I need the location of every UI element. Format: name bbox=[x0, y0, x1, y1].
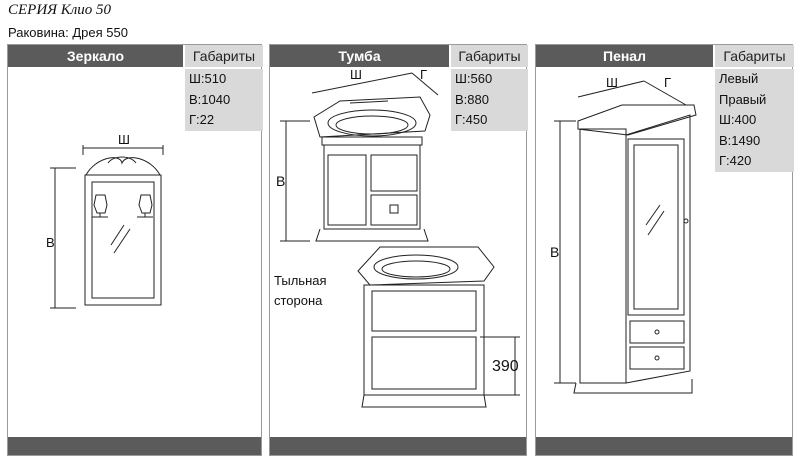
tall-cabinet-dims-list: Левый Правый Ш:400 В:1490 Г:420 bbox=[715, 69, 794, 172]
cabinet-panel-title: Тумба bbox=[270, 45, 449, 67]
tall-cabinet-drawing: Ш Г В bbox=[550, 75, 697, 394]
tall-cabinet-depth-label: Г bbox=[664, 75, 671, 90]
mirror-dim-height: В:1040 bbox=[189, 91, 231, 107]
series-title: СЕРИЯ Клио 50 bbox=[8, 2, 112, 18]
tall-cabinet-panel: Пенал Габариты Левый Правый Ш:400 В:1490… bbox=[535, 44, 794, 456]
cabinet-dims-header: Габариты bbox=[451, 45, 528, 67]
mirror-dim-depth: Г:22 bbox=[189, 112, 215, 127]
mirror-drawing: Ш В bbox=[46, 132, 164, 309]
cabinet-dim-height: В:880 bbox=[455, 91, 489, 107]
tall-cabinet-height-label: В bbox=[550, 244, 559, 260]
mirror-panel-title: Зеркало bbox=[8, 45, 183, 67]
cabinet-back-note-line1: Тыльная bbox=[274, 273, 327, 288]
cabinet-width-label: Ш bbox=[350, 67, 362, 82]
cabinet-panel-footer bbox=[270, 437, 526, 455]
cabinet-back-note-line2: сторона bbox=[274, 293, 323, 308]
tall-cabinet-width-label: Ш bbox=[606, 75, 618, 90]
tall-cabinet-panel-footer bbox=[536, 437, 792, 455]
tall-cabinet-dim-depth: Г:420 bbox=[719, 153, 752, 168]
tall-cabinet-option-left: Левый bbox=[719, 71, 759, 86]
mirror-panel: Зеркало Габариты Ш:510 В:1040 Г:22 Ш В bbox=[7, 44, 263, 456]
cabinet-depth-label: Г bbox=[420, 67, 427, 82]
cabinet-panel: Тумба Габариты Ш:560 В:880 Г:450 Тыльная… bbox=[269, 44, 528, 456]
sink-label: Раковина: Дрея 550 bbox=[8, 25, 128, 40]
cabinet-height-label: В bbox=[276, 173, 285, 189]
tall-cabinet-option-right: Правый bbox=[719, 91, 767, 107]
mirror-height-label: В bbox=[46, 235, 55, 250]
cabinet-dim-depth: Г:450 bbox=[455, 112, 488, 127]
cabinet-dims-list: Ш:560 В:880 Г:450 bbox=[451, 69, 528, 131]
cabinet-drawing: Ш Г В 390 bbox=[276, 67, 520, 408]
tall-cabinet-dims-header: Габариты bbox=[715, 45, 794, 67]
mirror-width-label: Ш bbox=[118, 132, 130, 147]
cabinet-dim-width: Ш:560 bbox=[455, 71, 493, 86]
tall-cabinet-dim-width: Ш:400 bbox=[719, 112, 757, 127]
mirror-dims-header: Габариты bbox=[185, 45, 263, 67]
cabinet-back-dim-label: 390 bbox=[492, 358, 519, 375]
mirror-dim-width: Ш:510 bbox=[189, 71, 227, 86]
mirror-panel-footer bbox=[8, 437, 261, 455]
tall-cabinet-panel-title: Пенал bbox=[536, 45, 713, 67]
tall-cabinet-dim-height: В:1490 bbox=[719, 132, 761, 148]
cabinet-back-note: Тыльная сторона bbox=[274, 271, 327, 311]
mirror-dims-list: Ш:510 В:1040 Г:22 bbox=[185, 69, 263, 131]
